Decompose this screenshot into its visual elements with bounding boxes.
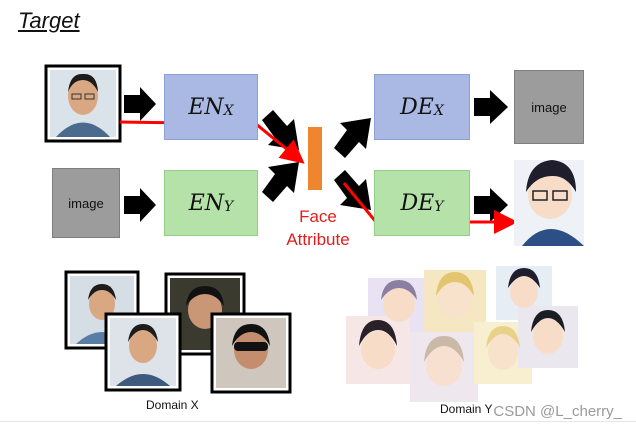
arrow-attribute-to-dey	[334, 170, 371, 210]
decoder-x-label: DE	[400, 94, 434, 120]
arrow-eny-to-attribute	[262, 162, 299, 202]
encoder-y-subscript: Y	[224, 199, 234, 215]
face-attribute-line-2: Attribute	[286, 230, 350, 249]
encoder-x-label: EN	[188, 94, 224, 120]
bottom-divider	[0, 421, 636, 422]
decoder-y-label: DE	[400, 190, 435, 216]
domain-x-caption: Domain X	[146, 398, 199, 412]
diagram-title: Target	[18, 8, 80, 33]
domain-y-caption: Domain Y	[440, 402, 493, 416]
arrow-dex-to-image	[474, 90, 508, 124]
encoder-y-label: EN	[188, 190, 225, 216]
domain-x-photo-3	[104, 312, 182, 392]
arrow-image-to-eny	[124, 188, 156, 222]
decoder-x-subscript: X	[433, 103, 444, 119]
encoder-x-subscript: X	[223, 103, 234, 119]
arrow-attribute-to-dex	[334, 118, 371, 158]
face-attribute-label: Face Attribute	[268, 205, 368, 251]
watermark: CSDN @L_cherry_	[493, 403, 622, 420]
anime-output-image	[514, 160, 584, 246]
arrow-dey-to-anime	[474, 188, 508, 222]
arrow-photo-to-enx	[124, 87, 156, 121]
source-face-photo	[44, 64, 122, 143]
domain-y-anime-collage	[346, 266, 578, 402]
decoder-y-subscript: Y	[434, 199, 444, 215]
face-attribute-line-1: Face	[299, 207, 337, 226]
domain-x-photo-4	[210, 312, 292, 394]
image-placeholder-right: image	[514, 70, 584, 144]
face-attribute-bar	[308, 127, 322, 190]
image-placeholder-left: image	[52, 168, 120, 238]
